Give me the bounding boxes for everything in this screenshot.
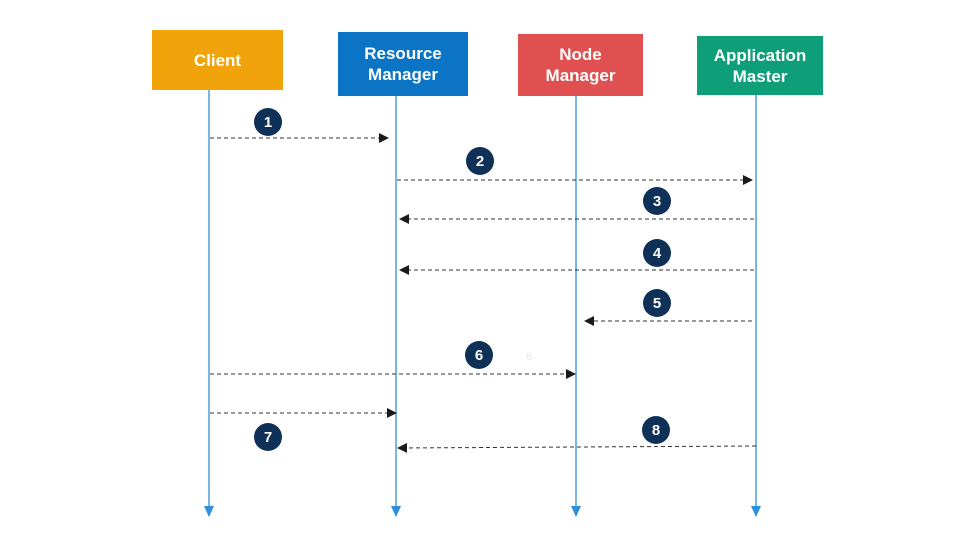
step-number-1: 1 bbox=[264, 114, 272, 131]
step-badge-1 bbox=[254, 108, 282, 136]
message-arrow-8 bbox=[397, 442, 757, 453]
step-number-6: 6 bbox=[475, 347, 483, 364]
step-badge-6 bbox=[465, 341, 493, 369]
step-badge-4 bbox=[643, 239, 671, 267]
actor-node-manager: Node Manager bbox=[518, 34, 643, 96]
actor-resource-manager: Resource Manager bbox=[338, 32, 468, 96]
actor-application-master: Application Master bbox=[697, 36, 823, 95]
step-number-2: 2 bbox=[476, 153, 484, 170]
step-badge-2 bbox=[466, 147, 494, 175]
step-badge-8 bbox=[642, 416, 670, 444]
actor-resource-manager-label: Resource Manager bbox=[364, 44, 442, 84]
actor-client-label: Client bbox=[193, 50, 242, 70]
step-badge-3 bbox=[643, 187, 671, 215]
step-badge-5 bbox=[643, 289, 671, 317]
step-number-7: 7 bbox=[264, 429, 272, 446]
faint-label: 6 bbox=[526, 351, 532, 363]
actor-client: Client bbox=[152, 30, 283, 90]
step-number-4: 4 bbox=[653, 245, 662, 262]
actor-application-master-label: Application Master bbox=[713, 45, 807, 86]
step-number-5: 5 bbox=[653, 295, 661, 312]
step-number-3: 3 bbox=[653, 193, 661, 210]
step-badge-7 bbox=[254, 423, 282, 451]
actor-node-manager-label: Node Manager bbox=[545, 45, 616, 85]
step-number-8: 8 bbox=[652, 422, 660, 439]
